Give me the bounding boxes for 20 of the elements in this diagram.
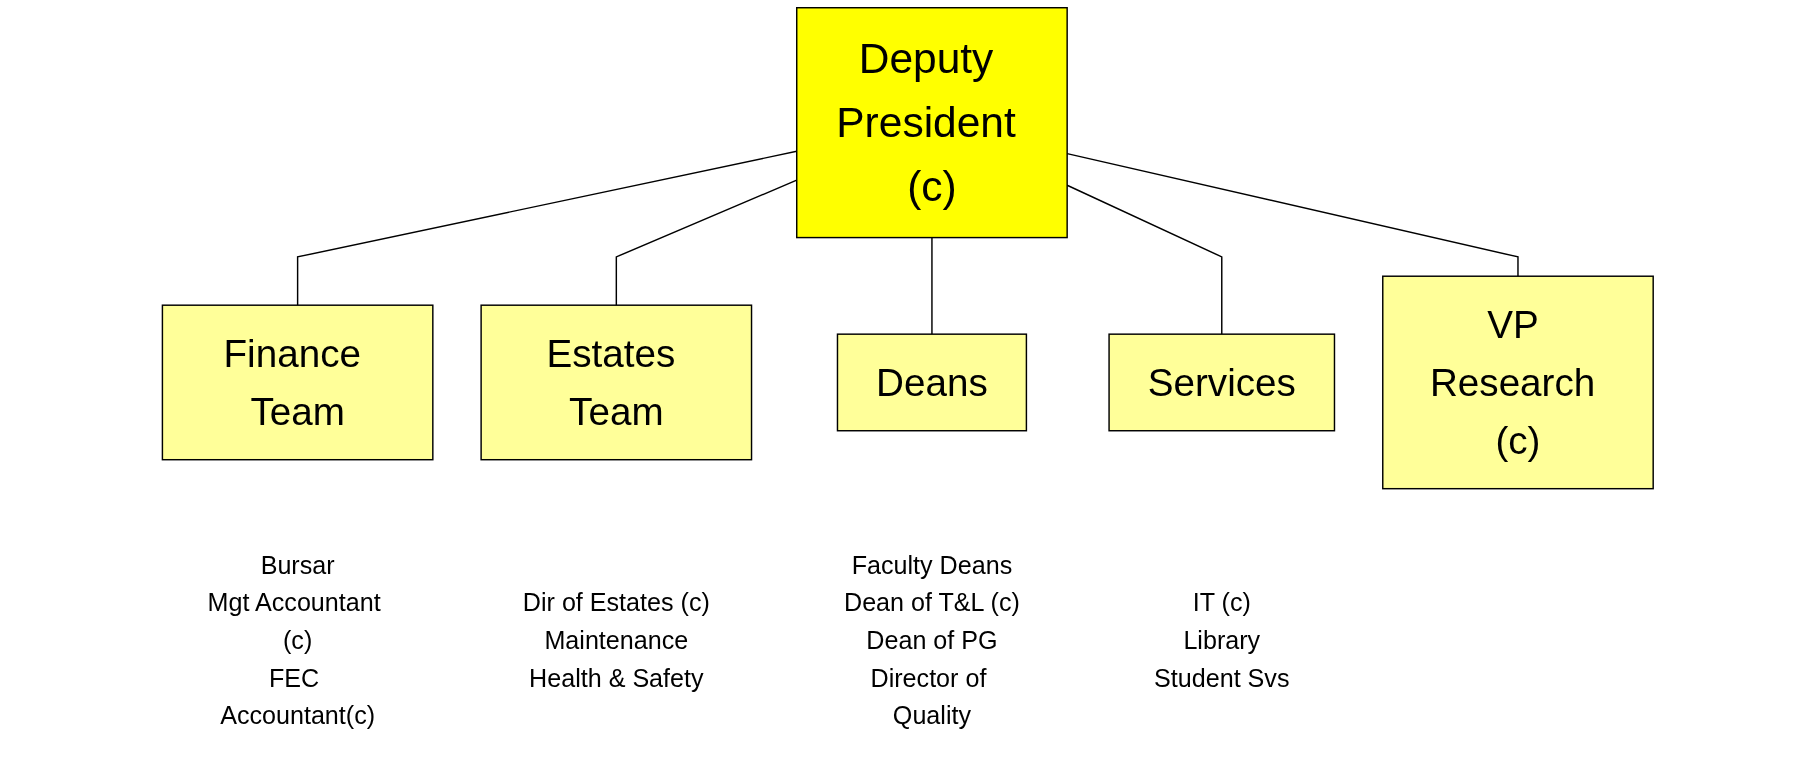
node-box: Finance Team <box>161 304 434 461</box>
node-label: Dean of PG <box>866 625 998 655</box>
node-box: Deans <box>836 333 1028 432</box>
connector <box>931 236 933 335</box>
node-label: Health & Safety <box>529 663 704 693</box>
node-label: Maintenance <box>544 625 689 655</box>
node-label: Bursar <box>260 550 335 580</box>
node-box: VP Research (c) <box>1382 275 1655 490</box>
node-box: Estates Team <box>480 304 753 461</box>
node-label: Library <box>1183 625 1261 655</box>
node-label: IT (c) <box>1192 588 1252 618</box>
node-label: FEC Accountant(c) <box>220 663 376 731</box>
node-label: Mgt Accountant (c) <box>207 588 381 655</box>
node-label: Dean of T&L (c) <box>844 588 1021 618</box>
node-box: Deputy President (c) <box>796 7 1069 239</box>
node-box: Services <box>1108 333 1336 432</box>
node-label: Director of Quality <box>870 663 987 731</box>
node-label: Faculty Deans <box>851 550 1013 580</box>
node-label: Student Svs <box>1154 663 1290 693</box>
node-label: Dir of Estates (c) <box>523 588 711 618</box>
